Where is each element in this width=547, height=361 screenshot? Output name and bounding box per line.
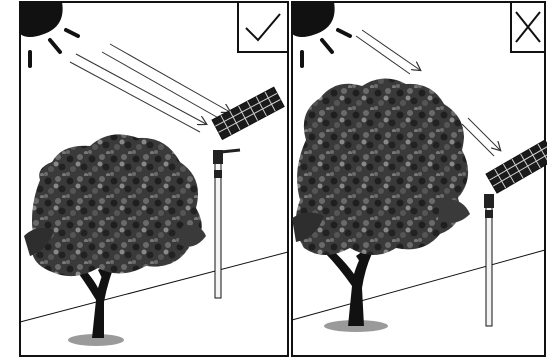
panel-correct	[20, 2, 288, 356]
panel-incorrect	[292, 2, 547, 356]
x-mark-icon	[511, 2, 545, 52]
check-mark-icon	[238, 2, 288, 52]
